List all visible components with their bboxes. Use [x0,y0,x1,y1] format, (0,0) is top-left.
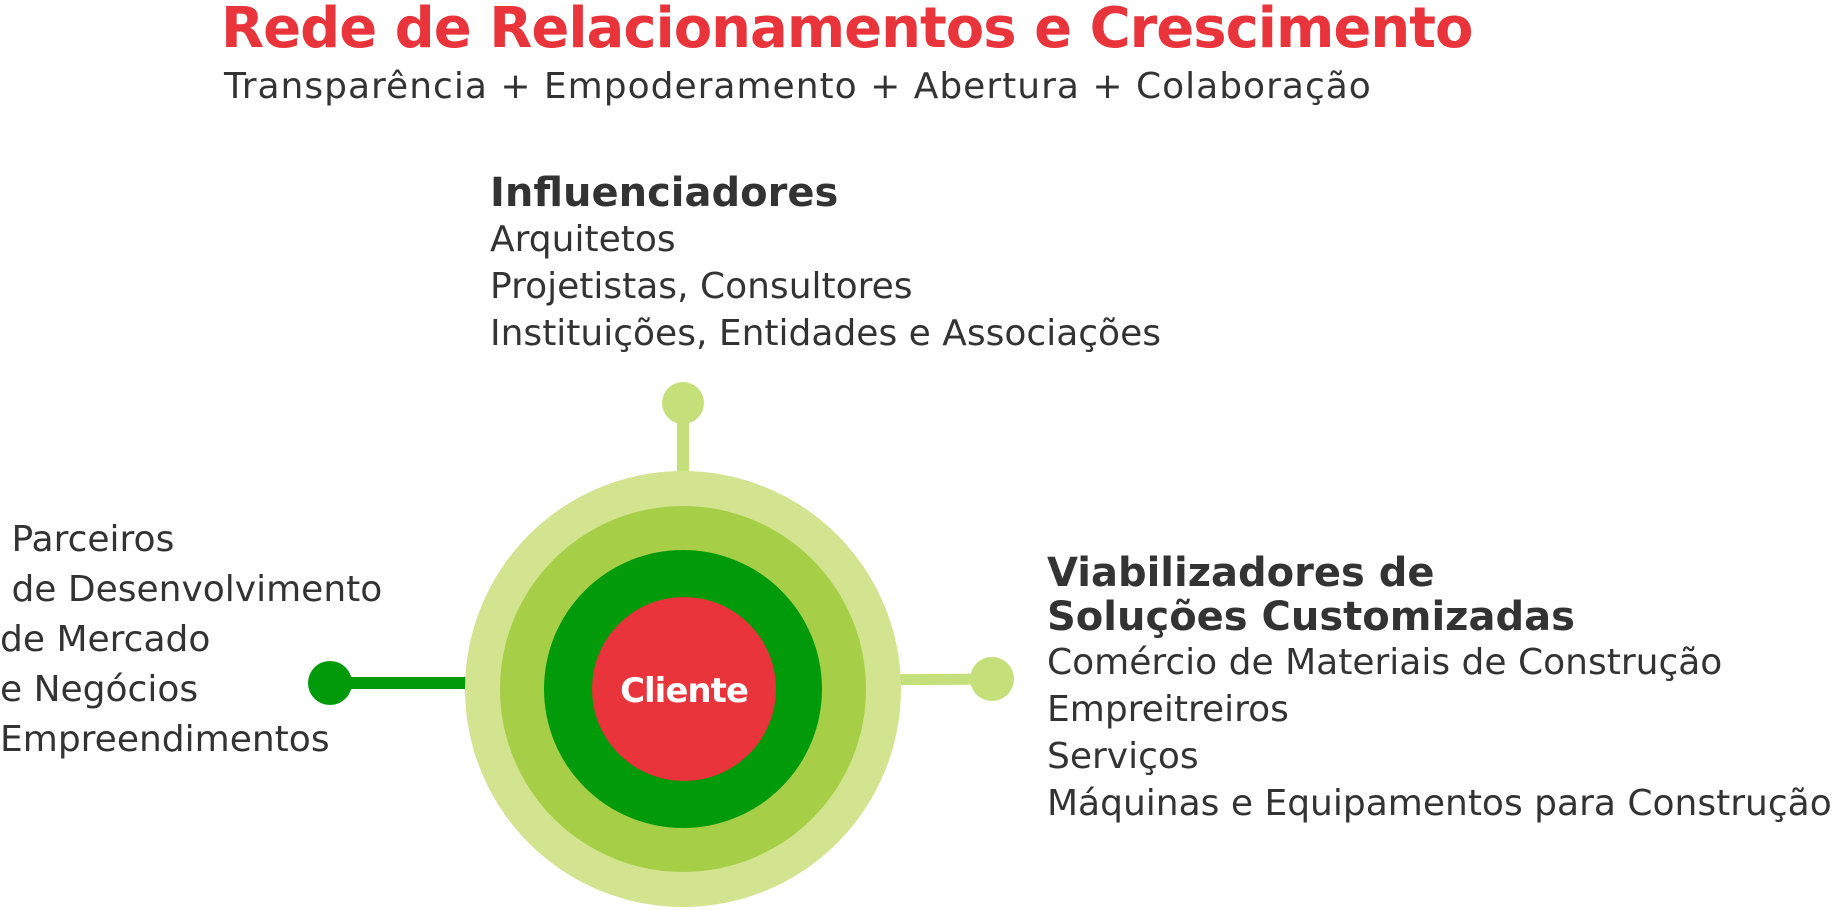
enablers-heading-line: Viabilizadores de [1047,550,1435,596]
influencers-item: Arquitetos [490,219,676,260]
influencers-heading: Influenciadores [490,170,839,216]
partners-item: Empreendimentos [0,719,330,760]
enablers-heading-line: Soluções Customizadas [1047,594,1575,640]
partners-item: Parceiros [0,519,175,560]
enablers-item: Serviços [1047,736,1199,777]
influencers-item: Instituições, Entidades e Associações [490,313,1161,354]
center-circle [592,597,776,781]
right-connector-node [970,657,1014,701]
influencers-item: Projetistas, Consultores [490,266,913,307]
partners-item: e Negócios [0,669,199,710]
enablers-item: Máquinas e Equipamentos para Construção [1047,783,1832,824]
page-subtitle: Transparência + Empoderamento + Abertura… [224,66,1372,107]
enablers-group: Viabilizadores de Soluções Customizadas … [1047,551,1832,827]
enablers-item: Comércio de Materiais de Construção [1047,642,1723,683]
influencers-group: Influenciadores Arquitetos Projetistas, … [490,170,1161,357]
partners-group: Parceiros de Desenvolvimento de Mercado … [0,515,382,765]
page-title: Rede de Relacionamentos e Crescimento [221,0,1473,61]
partners-item: de Mercado [0,619,211,660]
top-connector-node [662,382,704,424]
left-connector-node [308,661,352,705]
partners-item: de Desenvolvimento [0,569,383,610]
center-label: Cliente [620,671,748,711]
enablers-item: Empreitreiros [1047,689,1289,730]
